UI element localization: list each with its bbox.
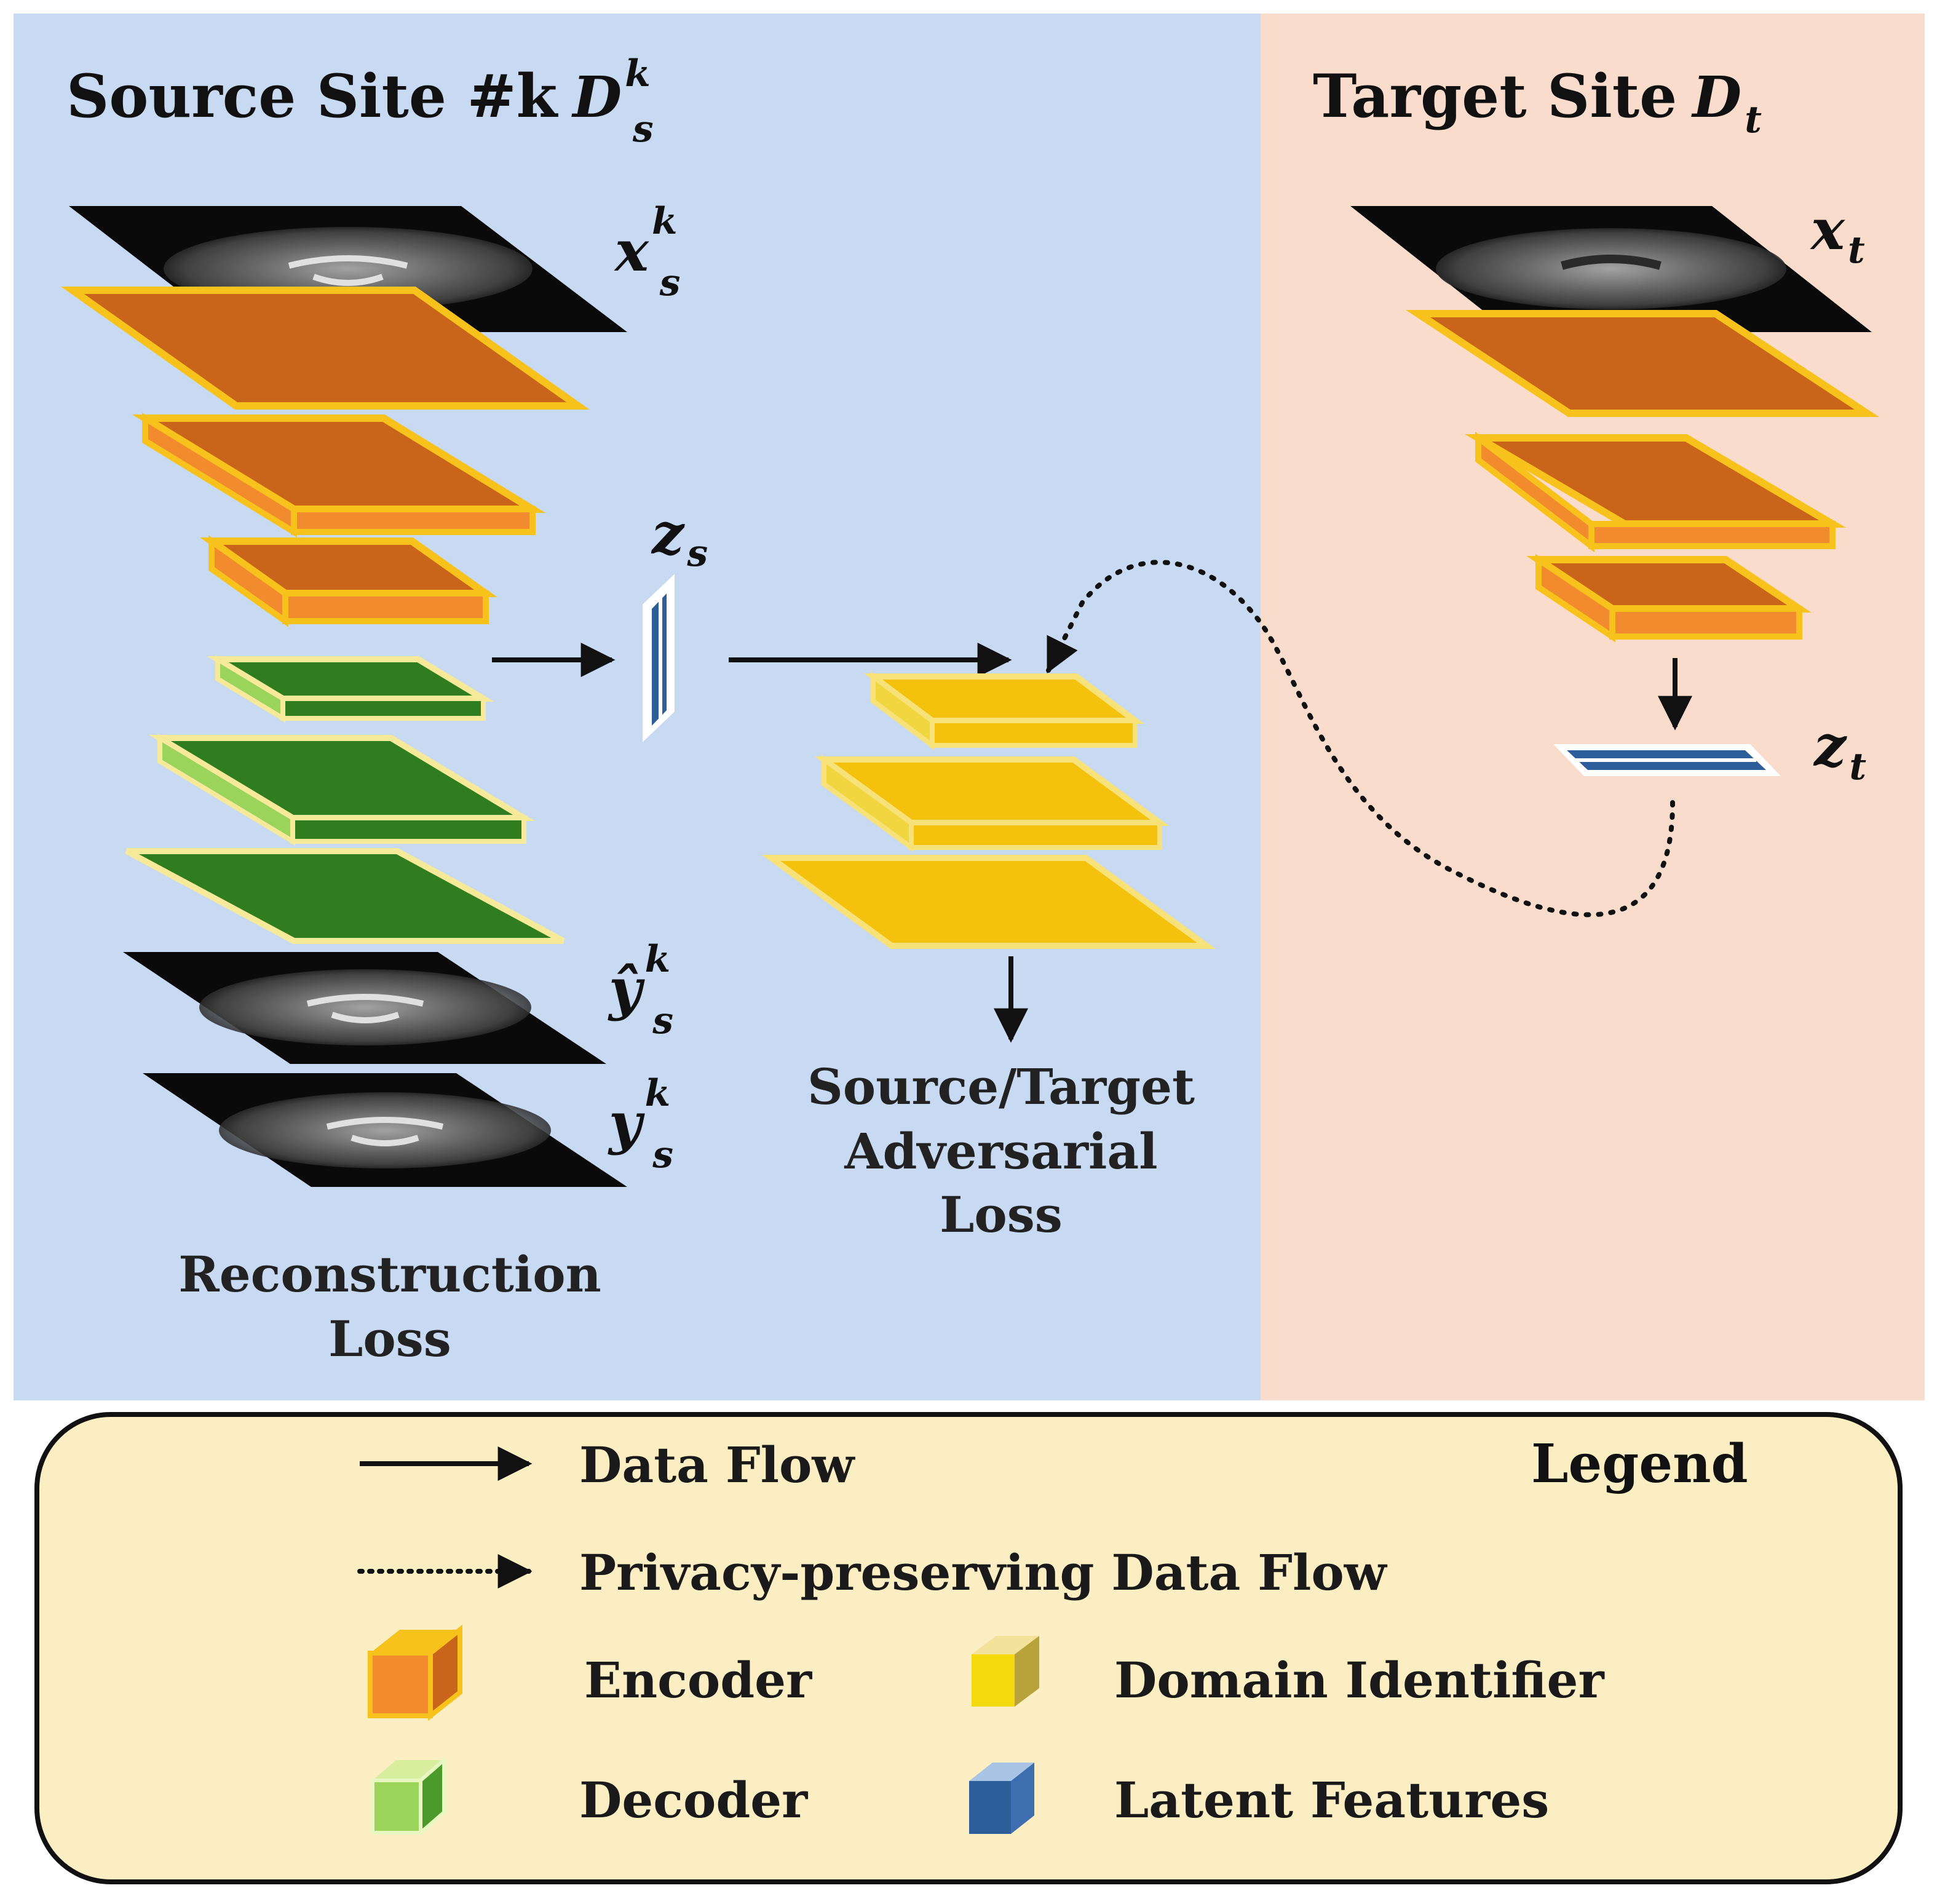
source-decoder-layer-2	[148, 733, 536, 846]
source-latent-vector	[643, 574, 675, 742]
label-x-s-k: x k s	[614, 200, 681, 304]
domain-identifier-icon	[972, 1636, 1039, 1707]
domain-identifier-layer-1	[864, 672, 1144, 750]
source-decoder-layer-3	[125, 848, 565, 944]
decoder-icon	[371, 1756, 446, 1837]
legend-box	[34, 1412, 1903, 1884]
legend-title: Legend	[1531, 1433, 1748, 1495]
legend-decoder-label: Decoder	[579, 1771, 808, 1829]
domain-identifier-layer-3	[761, 855, 1216, 949]
source-predicted-image	[123, 952, 606, 1064]
encoder-icon	[368, 1624, 462, 1721]
reconstruction-loss-line-2: Loss	[328, 1310, 451, 1368]
adversarial-loss-line-3: Loss	[940, 1186, 1063, 1244]
target-latent-vector	[1553, 744, 1781, 776]
legend-encoder-label: Encoder	[584, 1651, 812, 1709]
legend-domain-identifier-label: Domain Identifier	[1114, 1651, 1604, 1709]
source-site-title: Source Site #k D k s	[66, 52, 654, 151]
label-z-s: z s	[651, 501, 708, 575]
target-site-title: Target Site D t	[1313, 61, 1762, 141]
privacy-preserving-flow-path	[1046, 560, 1675, 918]
target-input-image	[1350, 206, 1872, 332]
target-encoder-layer-1	[1405, 310, 1880, 417]
label-yhat-s-k: ŷ k s	[608, 938, 673, 1042]
source-decoder-layer-1	[207, 654, 494, 723]
legend-latent-features-label: Latent Features	[1114, 1771, 1549, 1829]
source-encoder-layer-2	[132, 413, 546, 537]
legend-data-flow-label: Data Flow	[579, 1436, 855, 1494]
target-encoder-layer-2	[1464, 431, 1847, 553]
domain-identifier-layer-2	[814, 755, 1170, 852]
source-ground-truth-image	[143, 1073, 627, 1187]
source-encoder-layer-3	[200, 535, 497, 627]
legend-privacy-flow-label: Privacy-preserving Data Flow	[579, 1544, 1388, 1601]
source-encoder-layer-1	[61, 287, 590, 410]
label-z-t: z t	[1813, 713, 1866, 788]
adversarial-loss-line-2: Adversarial	[844, 1122, 1157, 1180]
latent-features-icon	[969, 1763, 1034, 1834]
label-x-t: x t	[1810, 196, 1865, 272]
label-y-s-k: y k s	[608, 1072, 673, 1176]
adversarial-loss-line-1: Source/Target	[807, 1058, 1195, 1116]
target-encoder-layer-3	[1526, 553, 1812, 643]
reconstruction-loss-line-1: Reconstruction	[178, 1245, 601, 1303]
